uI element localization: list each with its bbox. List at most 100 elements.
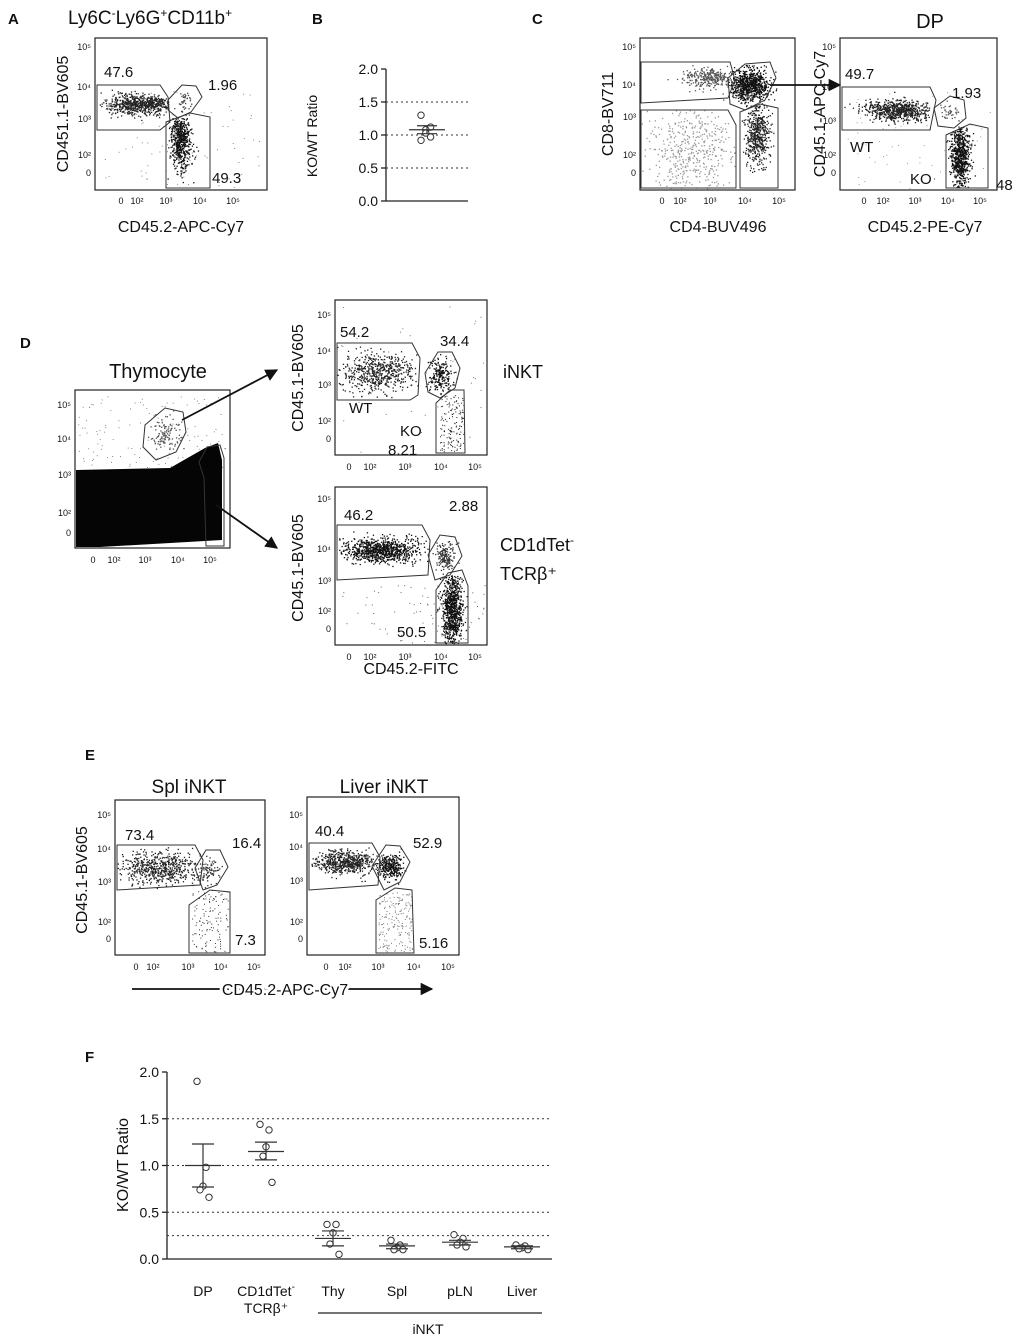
data-point <box>335 1250 343 1259</box>
panel-e-liver-xticks: 0 10² 10³ 10⁴ 10⁵ <box>323 962 455 972</box>
ytick: 0 <box>631 168 636 178</box>
panel-a-xlabel: CD45.2-APC-Cy7 <box>118 219 244 236</box>
ytick: 10³ <box>98 877 111 887</box>
data-point <box>450 1230 458 1239</box>
plot-frame-c1 <box>639 37 796 191</box>
panel-d-top-xticks: 0 10² 10³ 10⁴ 10⁵ <box>346 462 482 472</box>
category-label: CD1dTet- <box>237 1282 295 1299</box>
gate-wt-percent: 40.4 <box>315 823 344 840</box>
data-point <box>417 111 425 119</box>
ytick: 10³ <box>58 470 71 480</box>
plot-frame-e-spl <box>114 799 266 956</box>
gate-dp <box>933 95 967 129</box>
gate-ko-percent: 5.16 <box>419 935 448 952</box>
ytick: 0 <box>326 624 331 634</box>
gate-ko <box>375 887 415 954</box>
ytick: 10² <box>58 508 71 518</box>
gate-wt-percent: 46.2 <box>344 507 373 524</box>
gate-wt-label: WT <box>850 139 873 156</box>
gate-ko-percent: 48 <box>996 177 1013 194</box>
ytick: 10³ <box>78 114 91 124</box>
xtick: 10⁵ <box>203 555 217 565</box>
y-tick-label: 1.0 <box>359 127 379 143</box>
xtick: 10³ <box>138 555 151 565</box>
ytick: 0 <box>298 934 303 944</box>
xtick: 10⁴ <box>171 555 185 565</box>
ytick: 10⁵ <box>317 310 331 320</box>
liver-inkt-title: Liver iNKT <box>340 777 429 798</box>
gate-cd4-sp <box>739 103 779 189</box>
xtick: 10⁵ <box>441 962 455 972</box>
ytick: 10² <box>78 150 91 160</box>
xtick: 10³ <box>181 962 194 972</box>
xtick: 10⁴ <box>434 652 448 662</box>
ytick: 10⁴ <box>822 82 836 92</box>
y-tick-label: 0.0 <box>359 193 379 209</box>
plot-frame-e-liver <box>306 796 460 956</box>
panel-letter-e: E <box>85 747 95 764</box>
thymocyte-main-population <box>76 443 222 547</box>
data-point <box>399 1245 407 1254</box>
gate-ko <box>165 112 211 189</box>
ytick: 10⁵ <box>317 494 331 504</box>
y-tick-label: 1.5 <box>359 94 379 110</box>
thymocyte-title: Thymocyte <box>109 361 207 383</box>
gate-ko-percent: 7.3 <box>235 932 256 949</box>
xtick: 10⁵ <box>226 196 240 206</box>
xtick: 10³ <box>371 962 384 972</box>
y-tick-label: 0.5 <box>140 1204 160 1220</box>
y-tick-label: 2.0 <box>140 1064 160 1080</box>
ytick: 10² <box>290 917 303 927</box>
ytick: 10⁵ <box>77 42 91 52</box>
gate-dp <box>194 849 229 891</box>
data-point <box>390 1245 398 1254</box>
ytick: 0 <box>831 168 836 178</box>
plot-frame-d-inkt <box>334 299 488 456</box>
panel-e-spl-yticks: 10⁵ 10⁴ 10³ 10² 0 <box>97 810 111 944</box>
ytick: 10⁵ <box>97 810 111 820</box>
panel-e-spl-xticks: 0 10² 10³ 10⁴ 10⁵ <box>133 962 261 972</box>
xtick: 10² <box>130 196 143 206</box>
y-tick-label: 0.5 <box>359 160 379 176</box>
data-point <box>332 1220 340 1229</box>
ytick: 10⁵ <box>622 42 636 52</box>
data-point <box>387 1236 395 1245</box>
panel-c: C CD8-BV711 CD4-BUV496 10⁵ 10⁴ 10³ 10² 0… <box>532 11 1013 236</box>
ytick: 10⁵ <box>289 810 303 820</box>
xtick: 10² <box>876 196 889 206</box>
data-point <box>265 1126 273 1134</box>
panel-letter-b: B <box>312 11 323 28</box>
panel-c-plot1-xlabel: CD4-BUV496 <box>670 219 767 236</box>
data-point <box>417 136 425 144</box>
data-point <box>256 1120 264 1129</box>
category-label: pLN <box>447 1283 473 1299</box>
gate-ko-label: KO <box>910 171 932 188</box>
gate-cd8-sp <box>640 61 736 104</box>
ytick: 10⁵ <box>57 400 71 410</box>
plot-frame-d-thymocyte <box>74 389 231 549</box>
gate-wt-percent: 73.4 <box>125 827 154 844</box>
xtick: 0 <box>346 462 351 472</box>
data-point <box>259 1152 267 1160</box>
panel-a-ylabel: CD451.1-BV605 <box>55 56 72 173</box>
ytick: 10³ <box>823 116 836 126</box>
xtick: 0 <box>346 652 351 662</box>
gate-wt-label: WT <box>349 400 372 417</box>
panel-c-plot1-xticks: 0 10² 10³ 10⁴ 10⁵ <box>659 196 786 206</box>
ytick: 10² <box>318 606 331 616</box>
panel-letter-f: F <box>85 1049 94 1066</box>
xtick: 10² <box>363 462 376 472</box>
ytick: 10³ <box>623 112 636 122</box>
xtick: 10⁴ <box>407 962 421 972</box>
panel-a-yticks: 10⁵ 10⁴ 10³ 10² 0 <box>77 42 91 178</box>
ytick: 10⁴ <box>57 434 71 444</box>
panel-d-bottom-xticks: 0 10² 10³ 10⁴ 10⁵ <box>346 652 482 662</box>
panel-d-top-yticks: 10⁵ 10⁴ 10³ 10² 0 <box>317 310 331 444</box>
panel-e-ylabel: CD45.1-BV605 <box>74 826 91 934</box>
panel-c-plot2-xticks: 0 10² 10³ 10⁴ 10⁵ <box>861 196 987 206</box>
gate-dp-percent: 16.4 <box>232 835 261 852</box>
xtick: 10⁵ <box>973 196 987 206</box>
ytick: 10⁵ <box>822 42 836 52</box>
xtick: 10² <box>146 962 159 972</box>
ytick: 10² <box>98 917 111 927</box>
